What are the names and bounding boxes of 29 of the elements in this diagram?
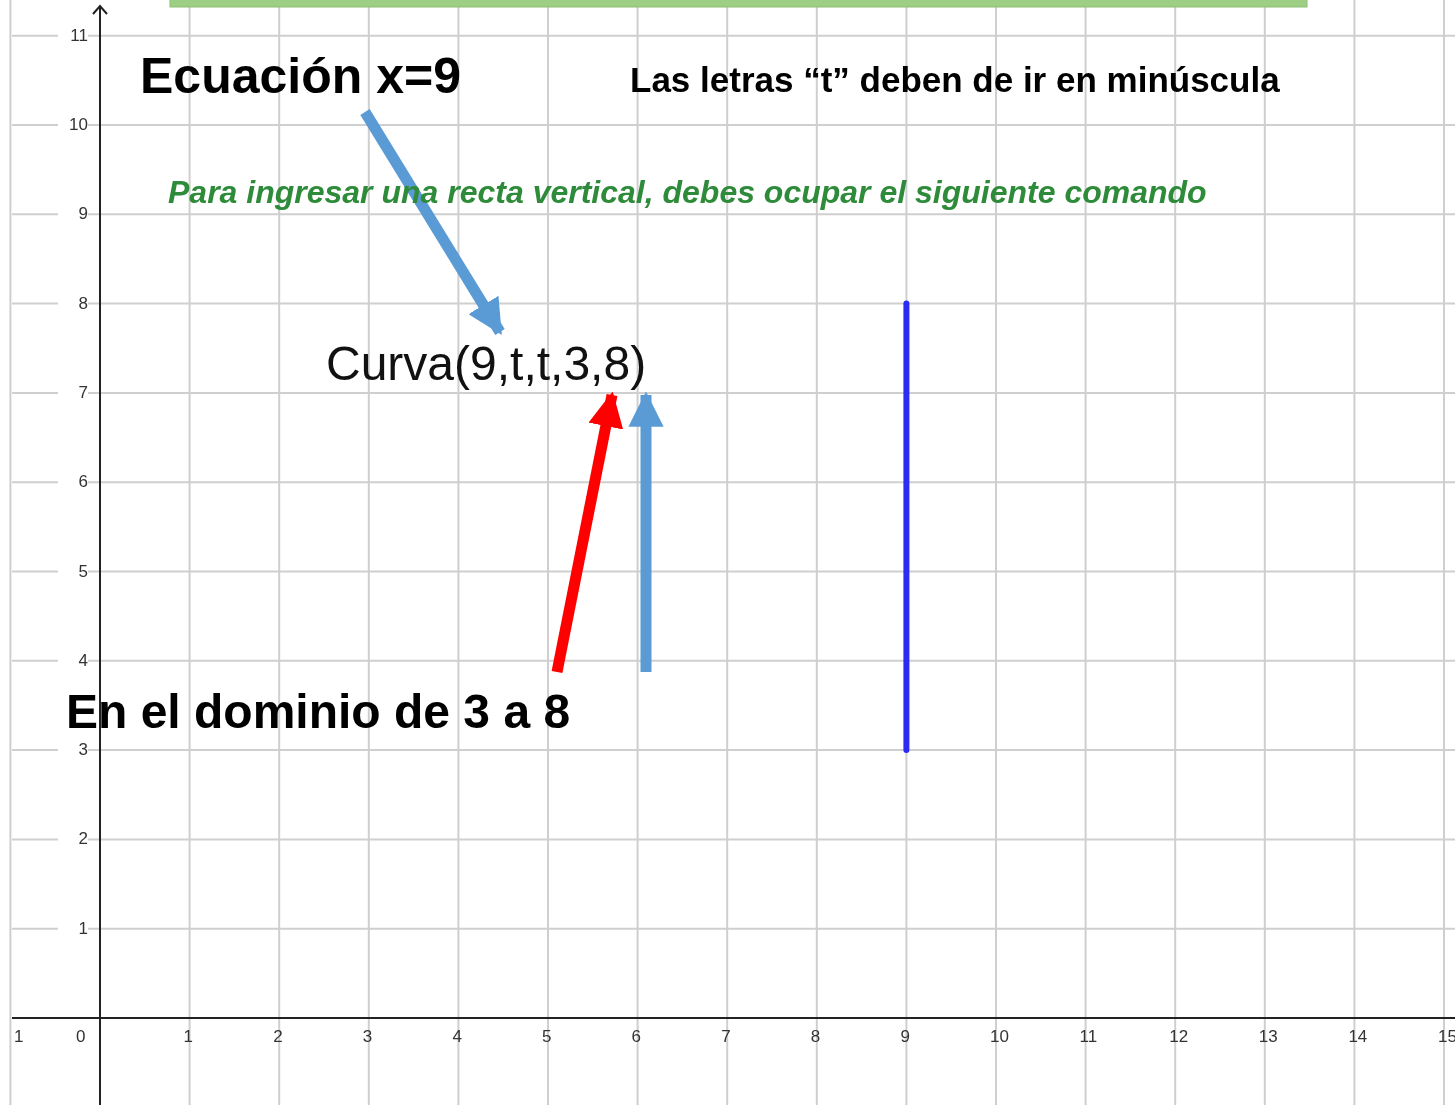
note-text: Las letras “t” deben de ir en minúscula — [630, 62, 1280, 97]
tick-label: 9 — [900, 1028, 910, 1045]
tick-label: 13 — [1258, 1028, 1278, 1045]
tick-label: 12 — [1169, 1028, 1189, 1045]
tick-label: 11 — [58, 26, 88, 44]
tick-label: 4 — [58, 651, 88, 669]
arrow — [360, 109, 505, 335]
tick-label: 7 — [58, 383, 88, 401]
tick-label: 1 — [58, 919, 88, 937]
tick-label: 8 — [810, 1028, 821, 1045]
tick-label: 11 — [1079, 1028, 1098, 1045]
tick-label: 5 — [542, 1028, 552, 1045]
arrow — [551, 391, 624, 674]
annotation-text: Curva(9,t,t,3,8) — [326, 339, 647, 388]
tick-label: 3 — [362, 1028, 373, 1045]
arrow — [628, 391, 664, 672]
tick-label: 5 — [58, 562, 88, 580]
tick-label: 10 — [58, 116, 88, 133]
tick-label: 8 — [58, 294, 88, 312]
tick-label: 1 — [14, 1028, 24, 1045]
tick-label: 0 — [76, 1028, 86, 1045]
annotation-text: Ecuación x=9 — [140, 51, 461, 101]
tick-label: 10 — [990, 1028, 1009, 1045]
tick-label: 2 — [273, 1028, 283, 1045]
tick-label: 1 — [183, 1028, 194, 1045]
tick-label: 4 — [452, 1028, 462, 1045]
tick-label: 7 — [721, 1028, 731, 1045]
tick-label: 14 — [1348, 1028, 1368, 1045]
tick-label: 6 — [631, 1028, 642, 1045]
